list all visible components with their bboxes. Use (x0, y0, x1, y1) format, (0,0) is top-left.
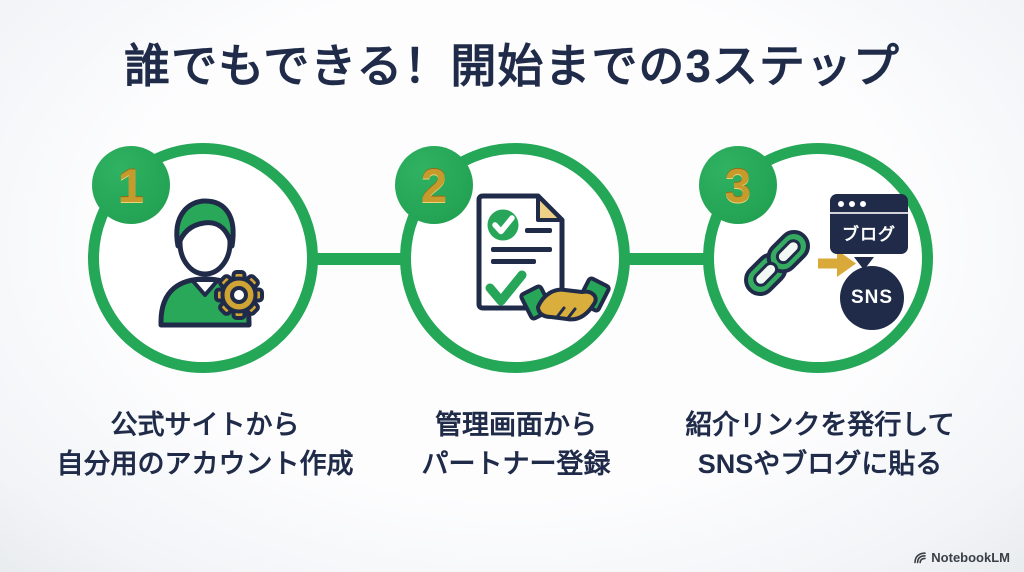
sns-badge: SNS (840, 266, 904, 330)
step-1-label: 公式サイトから 自分用のアカウント作成 (35, 406, 375, 484)
blog-badge-label: ブログ (842, 225, 896, 244)
step-3-label-line1: 紹介リンクを発行して (685, 410, 955, 440)
arrow-right-icon (818, 250, 856, 277)
step-3-number-badge: 3 (699, 146, 777, 224)
step-1-circle (88, 143, 318, 373)
handshake-icon (519, 276, 611, 322)
browser-dots-icon (830, 199, 908, 214)
step-1-label-line1: 公式サイトから (110, 410, 300, 440)
sns-badge-label: SNS (850, 287, 894, 308)
step-1-label-line2: 自分用のアカウント作成 (56, 449, 354, 480)
step-2-number: 2 (420, 158, 448, 212)
step-1-number: 1 (117, 158, 145, 212)
chain-link-icon (744, 230, 810, 296)
step-2-label-line1: 管理画面から (435, 410, 597, 440)
step-3-label: 紹介リンクを発行して SNSやブログに貼る (650, 406, 990, 484)
step-3-circle: ブログ SNS (703, 143, 933, 373)
step-2-circle (400, 143, 630, 373)
gear-icon (214, 270, 264, 320)
step-1-number-badge: 1 (92, 146, 170, 224)
watermark-text: NotebookLM (931, 550, 1010, 565)
connector-line-1-2 (302, 253, 417, 265)
watermark: NotebookLM (913, 550, 1010, 565)
person-gear-icon (158, 198, 264, 328)
connector-line-2-3 (615, 253, 720, 265)
step-2-label-line2: パートナー登録 (421, 449, 611, 480)
notebooklm-logo-icon (914, 551, 927, 563)
step-3-label-line2: SNSやブログに貼る (697, 449, 943, 480)
checkmark-icon (485, 270, 527, 306)
step-3-number: 3 (724, 158, 752, 212)
document-handshake-icon (476, 193, 611, 322)
step-2-number-badge: 2 (395, 146, 473, 224)
step-2-label: 管理画面から パートナー登録 (346, 406, 686, 484)
page-title: 誰でもできる！開始までの3ステップ (124, 40, 900, 92)
blog-browser-icon: ブログ (830, 194, 908, 254)
